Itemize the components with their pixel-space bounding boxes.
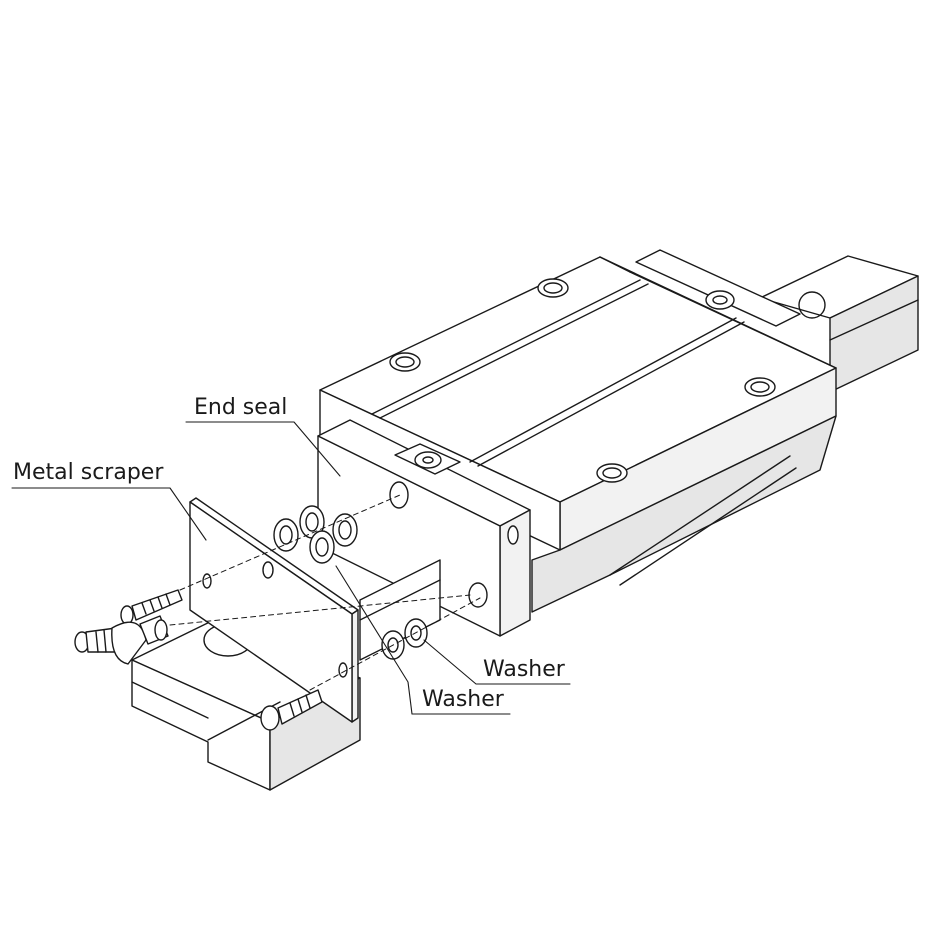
- washer-lower-label: Washer: [422, 687, 505, 712]
- end-seal-label: End seal: [194, 395, 287, 420]
- washer-upper-leader: [423, 639, 571, 685]
- carriage-mounting-hole: [596, 463, 628, 483]
- screw-lower: [260, 689, 323, 731]
- metal-scraper: [189, 497, 359, 723]
- carriage-mounting-hole: [389, 352, 421, 372]
- assembly-axes: [169, 494, 481, 691]
- end-seal: [317, 419, 531, 637]
- rail-mounting-hole: [798, 291, 826, 319]
- washer: [309, 530, 335, 564]
- washer: [299, 505, 325, 539]
- washer: [273, 518, 299, 552]
- washer-upper-group: [273, 505, 358, 564]
- washer-upper-label: Washer: [483, 657, 566, 682]
- screw-upper: [120, 589, 183, 625]
- grease-nipple-icon: [74, 615, 169, 665]
- carriage-mounting-hole: [537, 278, 569, 298]
- end-seal-grease-port-icon: [394, 443, 461, 475]
- rear-grease-port-icon: [705, 290, 735, 310]
- metal-scraper-label: Metal scraper: [13, 460, 164, 485]
- washer: [332, 513, 358, 547]
- rail-back: [759, 255, 919, 393]
- leader-lines: [11, 421, 571, 715]
- end-seal-leader: [185, 421, 341, 477]
- washer-lower-leader: [335, 565, 511, 715]
- carriage-mounting-hole: [744, 377, 776, 397]
- metal-scraper-leader: [11, 487, 207, 541]
